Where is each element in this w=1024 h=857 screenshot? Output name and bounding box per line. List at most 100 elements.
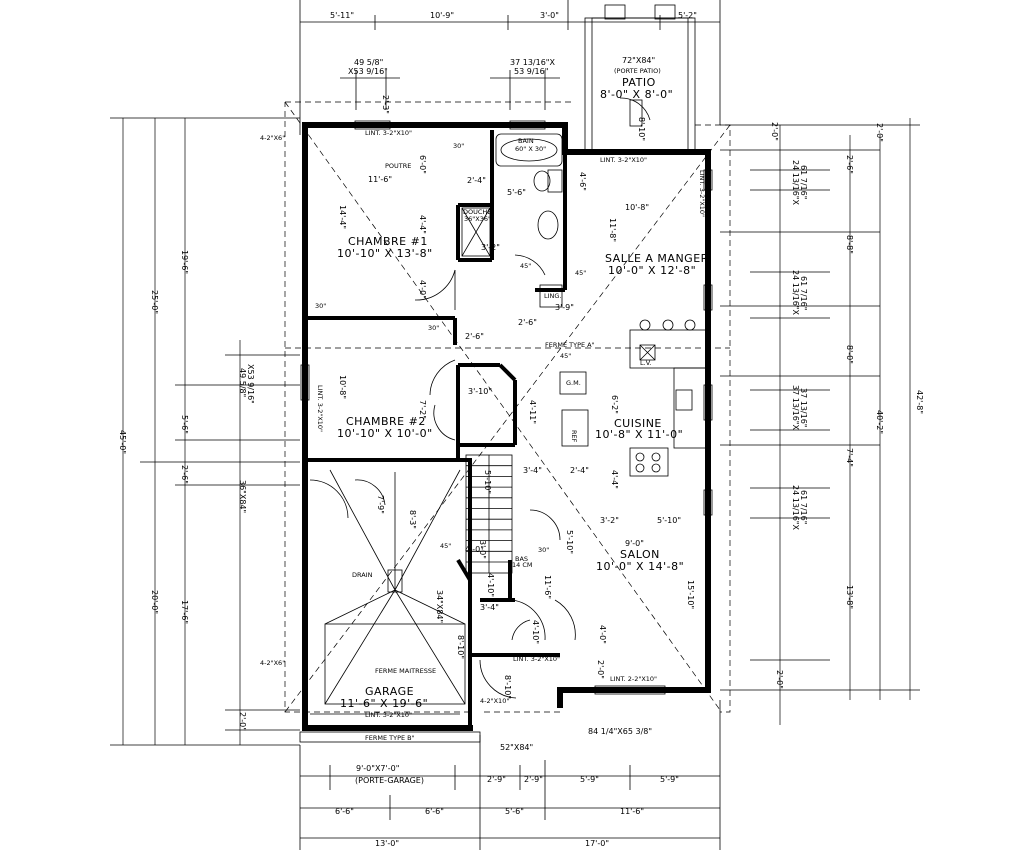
dim-d15: 15'-10"	[686, 580, 695, 609]
dim-d26: 3'-9"	[555, 303, 574, 312]
dim-sm-h: 11'-8"	[608, 218, 617, 242]
angle-1: 30"	[453, 142, 464, 150]
window-right-2: 24 13/16"X	[791, 270, 800, 315]
dim-d12: 3'-2"	[600, 516, 619, 525]
dim-d11: 4'-4"	[610, 470, 619, 489]
stairs	[465, 454, 513, 574]
dim-d2: 4'-4"	[418, 215, 427, 234]
kitchen-sink	[675, 389, 693, 411]
dim-bottom-1d: 5'-9"	[660, 775, 679, 784]
dim-left-outer: 45'-0"	[118, 430, 127, 454]
lintel-6: LINT. 3-2"X10"	[316, 385, 324, 432]
angle-6: 45"	[440, 542, 451, 550]
dim-d16: 11'-6"	[543, 575, 552, 599]
dim-d29: 5'-10"	[565, 530, 574, 554]
patio-door-note: (PORTE PATIO)	[614, 67, 661, 75]
dim-d21: 4'-10"	[531, 620, 540, 644]
dim-left-c2: 2'-0"	[238, 712, 247, 731]
dim-d8: 6'-2"	[610, 395, 619, 414]
interior-walls	[305, 130, 567, 602]
label-marches: 14 CM	[512, 561, 532, 569]
dim-c1-h: 14'-4"	[338, 205, 347, 229]
dim-c2-h: 10'-8"	[338, 375, 347, 399]
dim-d13: 5'-10"	[657, 516, 681, 525]
lintel-2: LINT. 3-2"X10"	[600, 156, 647, 164]
angle-3: 45"	[575, 269, 586, 277]
window-top-left: 49 5/8"	[354, 58, 383, 67]
room-salle-manger-size: 10'-0" X 12'-8"	[608, 264, 696, 277]
label-bain-size: 60" X 30"	[515, 145, 546, 153]
dim-bath-w: 5'-6"	[507, 188, 526, 197]
angle-7: 30"	[538, 546, 549, 554]
window-right-3b: 37 13/16"	[799, 388, 808, 427]
dim-d17: 4'-0"	[598, 625, 607, 644]
label-ref: REF	[570, 430, 578, 443]
dim-d27: 3'-0"	[478, 540, 487, 559]
window-top-right-b: 53 9/16"	[514, 67, 548, 76]
dim-left-b3: 2'-6"	[180, 465, 189, 484]
label-lv: L.V.	[640, 359, 651, 367]
bathtub	[495, 133, 563, 167]
shower	[461, 207, 491, 257]
dim-d7: 4'-11"	[528, 400, 537, 424]
dim-right-b2: 8'-8"	[845, 235, 854, 254]
dim-bath-h: 6'-0"	[418, 155, 427, 174]
label-ling: LING.	[544, 292, 562, 300]
lintel-9: 4-2"X6"	[260, 659, 285, 667]
dim-top-3: 3'-0"	[540, 11, 559, 20]
bathroom-fixtures	[461, 133, 563, 308]
lintel-1: LINT. 3-2"X10"	[365, 129, 412, 137]
dim-left-b1: 19'-6"	[180, 250, 189, 274]
linen-closet	[539, 284, 563, 308]
patio-door-dim: 8'-10"	[637, 117, 646, 141]
dim-bottom-1a: 2'-9"	[487, 775, 506, 784]
dim-d24: 4'-0"	[465, 545, 484, 554]
dimension-lines	[110, 0, 920, 850]
lintel-5: LINT. 3-2"X10"	[513, 655, 560, 663]
dim-top-4: 5'-2"	[678, 11, 697, 20]
label-bas: BAS	[515, 555, 528, 563]
garage-front	[299, 469, 481, 743]
dim-left-b4: 17'-6"	[180, 600, 189, 624]
room-cuisine: CUISINE	[614, 417, 662, 430]
window-bottom-entry: 52"X84"	[500, 743, 533, 752]
room-salon: SALON	[620, 548, 660, 561]
dim-d22: 5'-10"	[483, 470, 492, 494]
room-salle-manger: SALLE A MANGER	[605, 252, 709, 265]
label-drain: DRAIN	[352, 571, 373, 579]
toilet	[547, 169, 563, 193]
angle-4: 30"	[315, 302, 326, 310]
window-left-mid-b: X53 9/16"	[246, 364, 255, 404]
window-right-4: 24 13/16"X	[791, 485, 800, 530]
window-right-1: 24 13/16"X	[791, 160, 800, 205]
dim-right-outer: 42'-8"	[915, 390, 924, 414]
lintel-3: LINT. 2-2"X10"	[610, 675, 657, 683]
label-poutre: POUTRE	[385, 162, 411, 170]
window-right-4b: 61 7/16"	[799, 490, 808, 524]
room-garage: GARAGE	[365, 685, 414, 698]
dim-c2-h2: 7'-2"	[418, 400, 427, 419]
patio-door-size: 72"X84"	[622, 56, 655, 65]
dim-d1: 2'-4"	[467, 176, 486, 185]
dim-d9: 3'-4"	[523, 466, 542, 475]
dim-d23: 8'-10"	[456, 635, 465, 659]
lintel-4: LINT. 3-2"X10"	[365, 711, 412, 719]
dim-sm-w: 10'-8"	[625, 203, 649, 212]
dim-d28: 8'-10"	[503, 675, 512, 699]
label-ferme-b: FERME TYPE B"	[365, 734, 415, 742]
window-right-1b: 61 7/16"	[799, 165, 808, 199]
sink	[537, 210, 559, 240]
dim-bottom-3b: 17'-0"	[585, 839, 609, 848]
dim-bottom-2b: 6'-6"	[425, 807, 444, 816]
dim-bottom-3a: 13'-0"	[375, 839, 399, 848]
microwave	[559, 371, 587, 395]
angle-8: 45"	[560, 352, 571, 360]
window-top-right: 37 13/16"X	[510, 58, 555, 67]
lintel-10: 4-2"X10"	[480, 697, 509, 705]
dim-d10: 2'-4"	[570, 466, 589, 475]
room-chambre1-size: 10'-10" X 13'-8"	[337, 247, 433, 260]
room-salon-size: 10'-0" X 14'-8"	[596, 560, 684, 573]
dim-d25: 2'-6"	[518, 318, 537, 327]
angle-2: 45"	[520, 262, 531, 270]
dim-d14: 9'-0"	[625, 539, 644, 548]
